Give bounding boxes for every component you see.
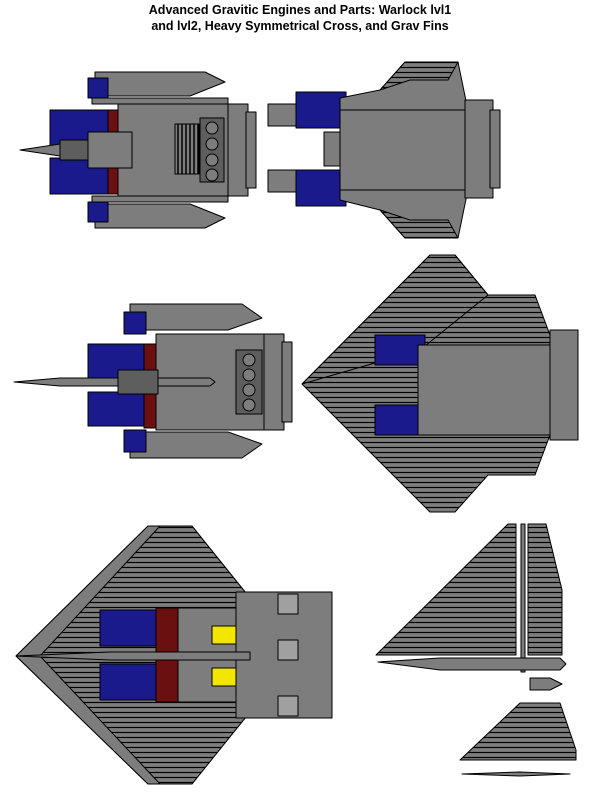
warlock-lvl2-top-sprite (301, 254, 579, 513)
page-title: Advanced Gravitic Engines and Parts: War… (0, 2, 600, 34)
title-line-1: Advanced Gravitic Engines and Parts: War… (148, 3, 452, 17)
warlock-lvl2-side-sprite (13, 303, 293, 459)
heavy-symmetrical-cross-sprite (15, 525, 333, 785)
grav-fins-sprite (375, 523, 577, 777)
warlock-lvl1-side-sprite (19, 71, 257, 229)
title-line-2: and lvl2, Heavy Symmetrical Cross, and G… (151, 19, 449, 33)
warlock-lvl1-top-sprite (267, 61, 501, 239)
